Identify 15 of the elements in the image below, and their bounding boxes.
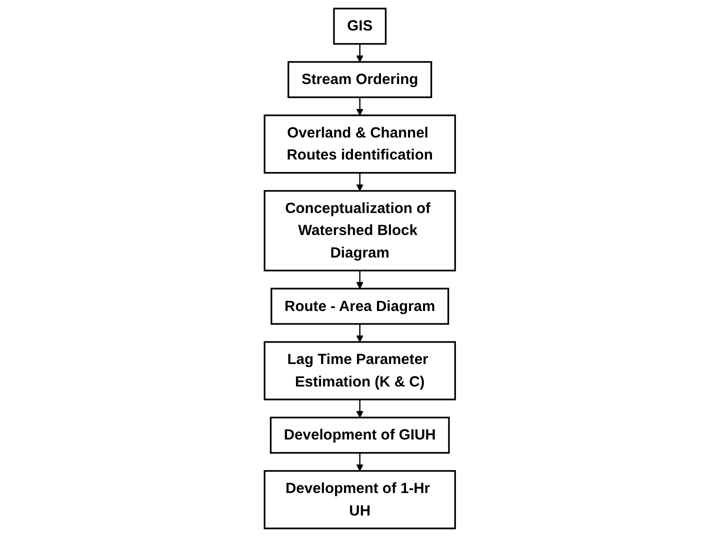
node-box: Development of 1-Hr UH bbox=[263, 470, 456, 530]
node-box: Overland & Channel Routes identification bbox=[263, 114, 456, 174]
node-box: Conceptualization of Watershed Block Diagram bbox=[263, 190, 456, 272]
node-box: Development of GIUH bbox=[270, 416, 450, 454]
node-box: Route - Area Diagram bbox=[270, 288, 449, 325]
arrow bbox=[356, 172, 364, 192]
arrow bbox=[356, 452, 364, 472]
node-box: Lag Time Parameter Estimation (K & C) bbox=[263, 341, 456, 400]
arrow bbox=[356, 97, 364, 116]
arrow bbox=[356, 399, 364, 418]
node-box: GIS bbox=[332, 8, 386, 45]
arrow bbox=[356, 270, 364, 289]
arrow bbox=[356, 44, 364, 62]
arrow bbox=[356, 324, 364, 342]
node-box: Stream Ordering bbox=[287, 61, 432, 98]
